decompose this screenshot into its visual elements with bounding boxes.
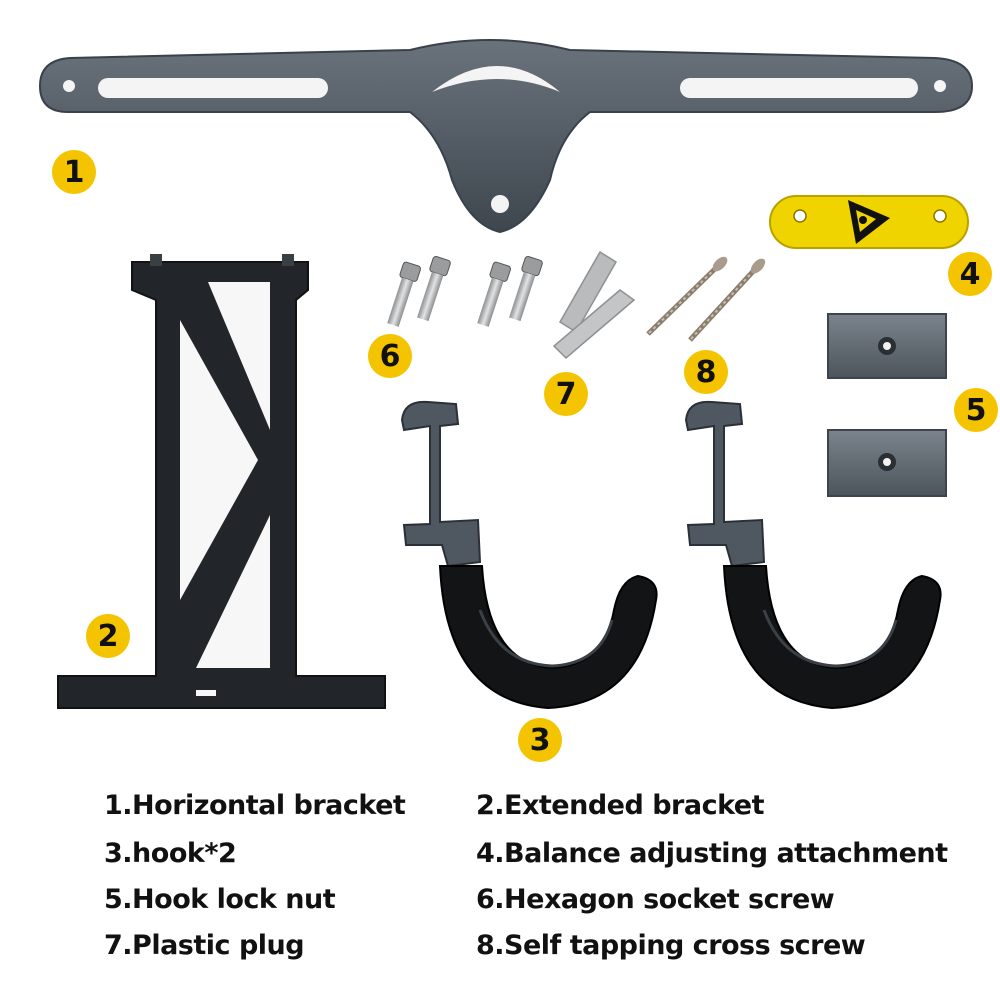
legend-item-2: 2.Extended bracket	[476, 790, 765, 821]
horizontal-bracket	[38, 39, 974, 234]
badge-6: 6	[368, 334, 412, 378]
extended-bracket	[57, 254, 386, 709]
self-tapping-cross-screws	[646, 256, 766, 342]
legend-item-6: 6.Hexagon socket screw	[476, 884, 835, 915]
hook-lock-nut-bottom	[827, 429, 947, 497]
badge-1: 1	[52, 150, 96, 194]
badge-3: 3	[518, 718, 562, 762]
hook-left	[400, 400, 658, 710]
balance-adjusting-attachment	[769, 195, 969, 249]
hook-lock-nut-top	[827, 313, 947, 379]
badge-7: 7	[544, 372, 588, 416]
legend-item-5: 5.Hook lock nut	[104, 884, 336, 915]
legend-item-4: 4.Balance adjusting attachment	[476, 838, 948, 869]
legend-item-3: 3.hook*2	[104, 838, 237, 869]
badge-5: 5	[954, 388, 998, 432]
hook-right	[684, 400, 942, 710]
badge-2: 2	[86, 614, 130, 658]
legend-item-1: 1.Horizontal bracket	[104, 790, 406, 821]
legend-item-7: 7.Plastic plug	[104, 930, 305, 961]
legend-item-8: 8.Self tapping cross screw	[476, 930, 866, 961]
hexagon-socket-screws	[387, 255, 543, 327]
plastic-plugs	[552, 250, 636, 360]
badge-4: 4	[948, 252, 992, 296]
badge-8: 8	[684, 350, 728, 394]
